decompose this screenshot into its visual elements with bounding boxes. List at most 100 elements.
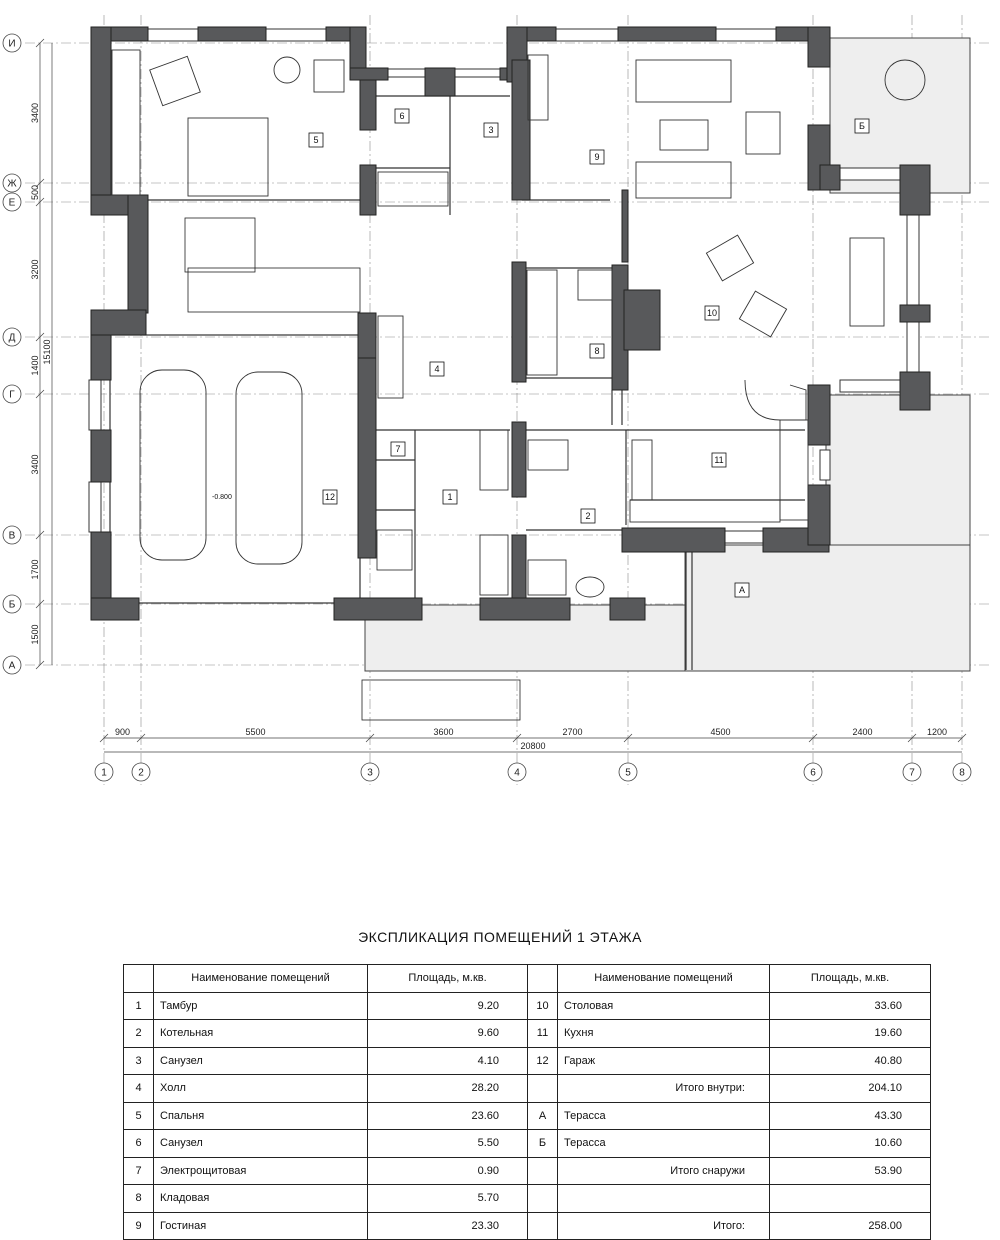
- dimension-label: 5500: [245, 727, 265, 737]
- row-number: А: [527, 1101, 558, 1130]
- total-value: 204.10: [769, 1074, 931, 1103]
- total-value: 53.90: [769, 1156, 931, 1185]
- room-area: 0.90: [367, 1156, 528, 1185]
- col-axis-marker: [902, 762, 922, 782]
- room-name: Санузел: [153, 1046, 368, 1075]
- dimension-line: [35, 332, 45, 342]
- room-name: Кладовая: [153, 1184, 368, 1213]
- row-axis-marker: [2, 173, 22, 193]
- col-axis-label: 2: [138, 768, 144, 779]
- dimension-line: [35, 599, 45, 609]
- row-number: [527, 1211, 558, 1240]
- room-area: 40.80: [769, 1046, 931, 1075]
- header-name-left: Наименование помещений: [153, 964, 368, 993]
- col-axis-label: 5: [625, 768, 631, 779]
- dimension-label: 1400: [30, 355, 40, 375]
- furniture: [111, 49, 926, 598]
- col-axis-marker: [803, 762, 823, 782]
- col-axis-label: 4: [514, 768, 520, 779]
- room-area: 9.60: [367, 1019, 528, 1048]
- room-name: Столовая: [557, 991, 770, 1020]
- dimension-line: [957, 733, 967, 743]
- room-tag-box: [704, 305, 720, 321]
- dimension-line: [35, 197, 45, 207]
- room-name: [557, 1184, 770, 1213]
- room-tag-box: [580, 508, 596, 524]
- row-number: [527, 1184, 558, 1213]
- dimension-label: 2400: [852, 727, 872, 737]
- col-axis-marker: [131, 762, 151, 782]
- room-tag-box: [854, 118, 870, 134]
- dimension-line: [907, 733, 917, 743]
- dimension-label: 3600: [433, 727, 453, 737]
- dimension-label: 900: [115, 727, 130, 737]
- dimension-label: 1500: [30, 624, 40, 644]
- row-number: 6: [123, 1129, 154, 1158]
- room-tag: Б: [859, 121, 865, 131]
- row-axis-marker: [2, 33, 22, 53]
- room-tag: 2: [585, 511, 590, 521]
- row-number: 1: [123, 991, 154, 1020]
- room-name: Электрощитовая: [153, 1156, 368, 1185]
- row-number: Б: [527, 1129, 558, 1158]
- dimension-line: [136, 733, 146, 743]
- dimension-label: 3200: [30, 259, 40, 279]
- header-name-right: Наименование помещений: [557, 964, 770, 993]
- room-tag-box: [711, 452, 727, 468]
- row-axis-marker: [2, 384, 22, 404]
- col-axis-label: 8: [959, 768, 965, 779]
- rooms-table: Наименование помещений Площадь, м.кв. На…: [123, 964, 931, 1240]
- dimension-line: [35, 178, 45, 188]
- col-axis-label: 7: [909, 768, 915, 779]
- row-number: [527, 1074, 558, 1103]
- dimension-chains: [35, 38, 967, 753]
- row-axis-label: А: [9, 661, 16, 672]
- room-name: Гостиная: [153, 1211, 368, 1240]
- row-axis-marker: [2, 525, 22, 545]
- room-tag: 12: [325, 492, 335, 502]
- row-number: 4: [123, 1074, 154, 1103]
- col-axis-marker: [952, 762, 972, 782]
- room-tag: 9: [594, 152, 599, 162]
- row-number: 7: [123, 1156, 154, 1185]
- room-tag-box: [442, 489, 458, 505]
- room-tag-box: [589, 343, 605, 359]
- dimension-line: [808, 733, 818, 743]
- row-number: [527, 1156, 558, 1185]
- room-name: Гараж: [557, 1046, 770, 1075]
- room-name: Терасса: [557, 1101, 770, 1130]
- dimension-label: 1200: [927, 727, 947, 737]
- room-area: 10.60: [769, 1129, 931, 1158]
- room-tag-box: [390, 441, 406, 457]
- dimension-line: [99, 733, 109, 743]
- room-tag: 8: [594, 346, 599, 356]
- walls: [90, 26, 931, 621]
- report-title: ЭКСПЛИКАЦИЯ ПОМЕЩЕНИЙ 1 ЭТАЖА: [358, 929, 642, 945]
- room-name: Холл: [153, 1074, 368, 1103]
- row-axis-marker: [2, 594, 22, 614]
- room-tag: 7: [395, 444, 400, 454]
- room-name: Тамбур: [153, 991, 368, 1020]
- col-axis-marker: [507, 762, 527, 782]
- row-axis-label: Д: [9, 333, 16, 344]
- room-tag: 11: [714, 455, 723, 465]
- dimension-label: 1700: [30, 559, 40, 579]
- dimension-line: [623, 733, 633, 743]
- row-axis-label: В: [9, 531, 16, 542]
- row-number: 10: [527, 991, 558, 1020]
- row-number: 9: [123, 1211, 154, 1240]
- col-axis-marker: [94, 762, 114, 782]
- room-area: 5.50: [367, 1129, 528, 1158]
- terrace-floor: [364, 37, 971, 672]
- room-tag: А: [739, 585, 745, 595]
- row-number: 3: [123, 1046, 154, 1075]
- room-tag-box: [322, 489, 338, 505]
